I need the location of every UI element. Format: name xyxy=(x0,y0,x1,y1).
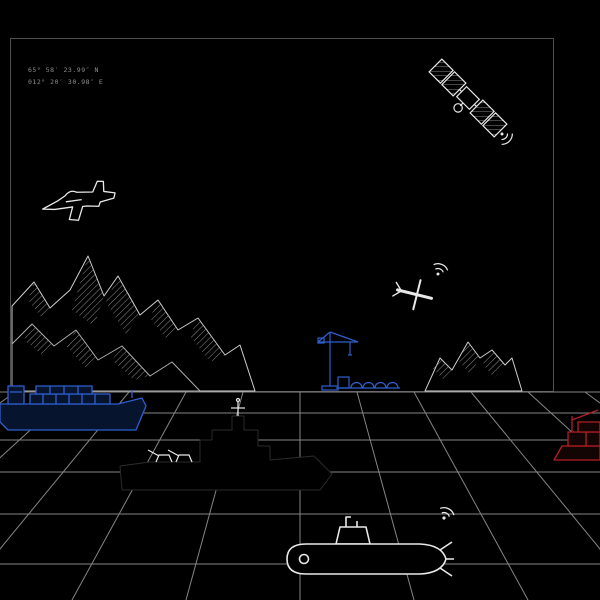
submarine-signal wifi-signal-icon xyxy=(440,507,455,520)
coordinate-line-1: 65° 58′ 23.99″ N xyxy=(28,66,99,74)
uav-signal wifi-signal-icon xyxy=(433,263,449,276)
storage-tanks-icon xyxy=(336,376,400,389)
enemy-ship-icon xyxy=(553,409,600,461)
coordinate-line-2: 012° 20′ 30.98″ E xyxy=(28,78,103,86)
fighter-jet-icon xyxy=(41,180,116,221)
mountain-range-icon mountains-right xyxy=(424,341,523,392)
warship-silhouette-icon xyxy=(119,415,333,491)
submarine-icon xyxy=(286,516,454,577)
satellite-signal wifi-signal-icon xyxy=(500,132,513,145)
satellite-icon xyxy=(428,58,508,138)
drone-icon xyxy=(392,279,433,311)
coordinates-readout: 65° 58′ 23.99″ N 012° 20′ 30.98″ E xyxy=(28,66,103,86)
warship-details xyxy=(147,397,245,463)
mountain-range-icon mountains-left xyxy=(11,255,256,392)
cargo-ship-icon xyxy=(0,385,147,431)
